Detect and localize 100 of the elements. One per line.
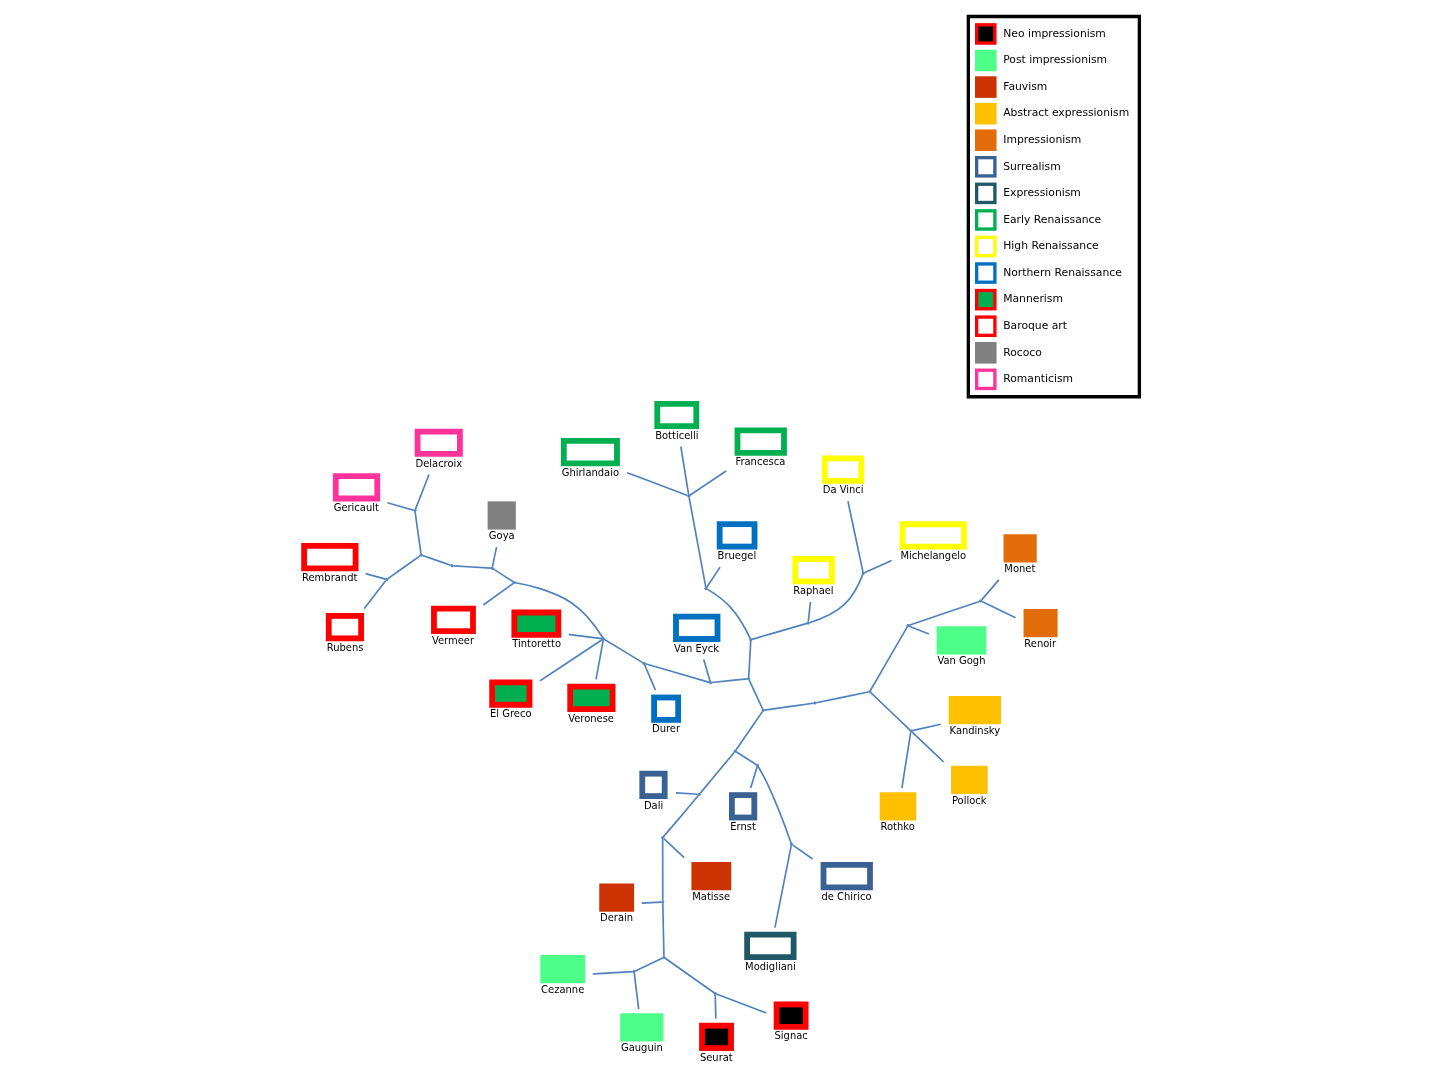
connector [869, 626, 908, 692]
node-box [488, 679, 532, 708]
connector [705, 588, 751, 640]
node-box [598, 883, 634, 912]
node-box [653, 400, 699, 430]
node-box [820, 862, 873, 891]
node-box [899, 521, 967, 550]
node-point [746, 677, 750, 681]
node-point [450, 564, 454, 568]
legend-label: Surrealism [1002, 159, 1061, 173]
node-box [650, 694, 681, 723]
connector [814, 691, 869, 704]
node-point [713, 991, 717, 996]
legend-label: Northern Renaissance [1002, 265, 1122, 279]
connector [910, 723, 941, 732]
legend-label: Rococo [1002, 345, 1042, 359]
node-box [430, 605, 476, 634]
node-point [861, 571, 865, 575]
node-box [743, 931, 797, 960]
node-box [728, 792, 757, 821]
legend-label: Abstract expressionism [1002, 106, 1129, 120]
node-label: Derain [599, 912, 633, 924]
node-point [660, 835, 664, 840]
node-label: Gauguin [620, 1042, 663, 1054]
node-box [414, 428, 463, 457]
connector [710, 678, 748, 684]
node-label: El Greco [489, 708, 532, 720]
node-box [773, 1001, 809, 1030]
connector [591, 970, 634, 975]
connector [910, 731, 944, 763]
connector [386, 502, 415, 512]
node-label: Renoir [1023, 637, 1056, 649]
node-label: Matisse [691, 890, 730, 902]
node-box [734, 427, 787, 456]
node-point [641, 661, 646, 666]
node-label: Ghirlandaio [561, 466, 619, 478]
node-point [755, 763, 759, 768]
connector [747, 679, 763, 710]
node-label: Vermeer [431, 634, 474, 646]
node-label: Van Eyck [673, 642, 719, 654]
node-point [761, 708, 765, 712]
node-box [619, 1013, 663, 1042]
node-box [690, 861, 731, 891]
node-box [791, 556, 835, 585]
connector [715, 993, 767, 1014]
node-label: Modigliani [744, 960, 796, 972]
node-box [539, 955, 585, 984]
node-box [672, 613, 720, 642]
node-label: Pollock [951, 794, 987, 806]
legend-label: High Renaissance [1002, 239, 1099, 253]
node-point [748, 638, 752, 642]
node-point [419, 553, 423, 557]
node-point [697, 792, 701, 796]
connector [698, 751, 735, 794]
node-box [638, 770, 668, 799]
connector [750, 622, 808, 641]
connector [900, 731, 912, 789]
node-label: Rothko [880, 821, 915, 833]
node-label: Durer [651, 723, 680, 735]
connector [662, 794, 699, 838]
node-label: Francesca [734, 456, 785, 468]
node-point [512, 580, 516, 585]
node-box [487, 501, 516, 530]
connector [734, 710, 763, 751]
node-label: Monet [1003, 563, 1035, 575]
node-label: Cezanne [540, 983, 584, 995]
node-label: Delacroix [415, 457, 462, 469]
node-point [490, 566, 494, 570]
connector [364, 572, 386, 580]
connector [643, 663, 656, 692]
connector [713, 993, 717, 1020]
node-label: Dali [643, 799, 663, 811]
node-point [806, 621, 810, 625]
node-point [708, 681, 712, 685]
node-point [789, 842, 793, 846]
node-label: Van Gogh [936, 655, 985, 667]
node-point [703, 586, 708, 590]
connector [980, 579, 1000, 601]
connector [594, 639, 604, 681]
node-label: Signac [774, 1030, 808, 1042]
node-box [879, 792, 916, 821]
connector [482, 582, 514, 606]
connector [808, 573, 864, 624]
connector [705, 566, 721, 589]
node-box [950, 765, 988, 795]
connector [514, 581, 604, 639]
connector [633, 957, 664, 972]
connector [632, 972, 639, 1010]
node-point [905, 624, 910, 628]
node-label: Kandinsky [949, 724, 1000, 736]
node-point [908, 729, 913, 733]
node-point [660, 900, 664, 904]
legend-label: Fauvism [1002, 79, 1047, 93]
connector [362, 579, 386, 610]
node-box [560, 437, 620, 467]
connector [538, 638, 603, 682]
node-box [948, 696, 1001, 725]
legend-label: Mannerism [1002, 292, 1063, 306]
connector [421, 554, 452, 567]
node-label: de Chirico [820, 890, 871, 902]
